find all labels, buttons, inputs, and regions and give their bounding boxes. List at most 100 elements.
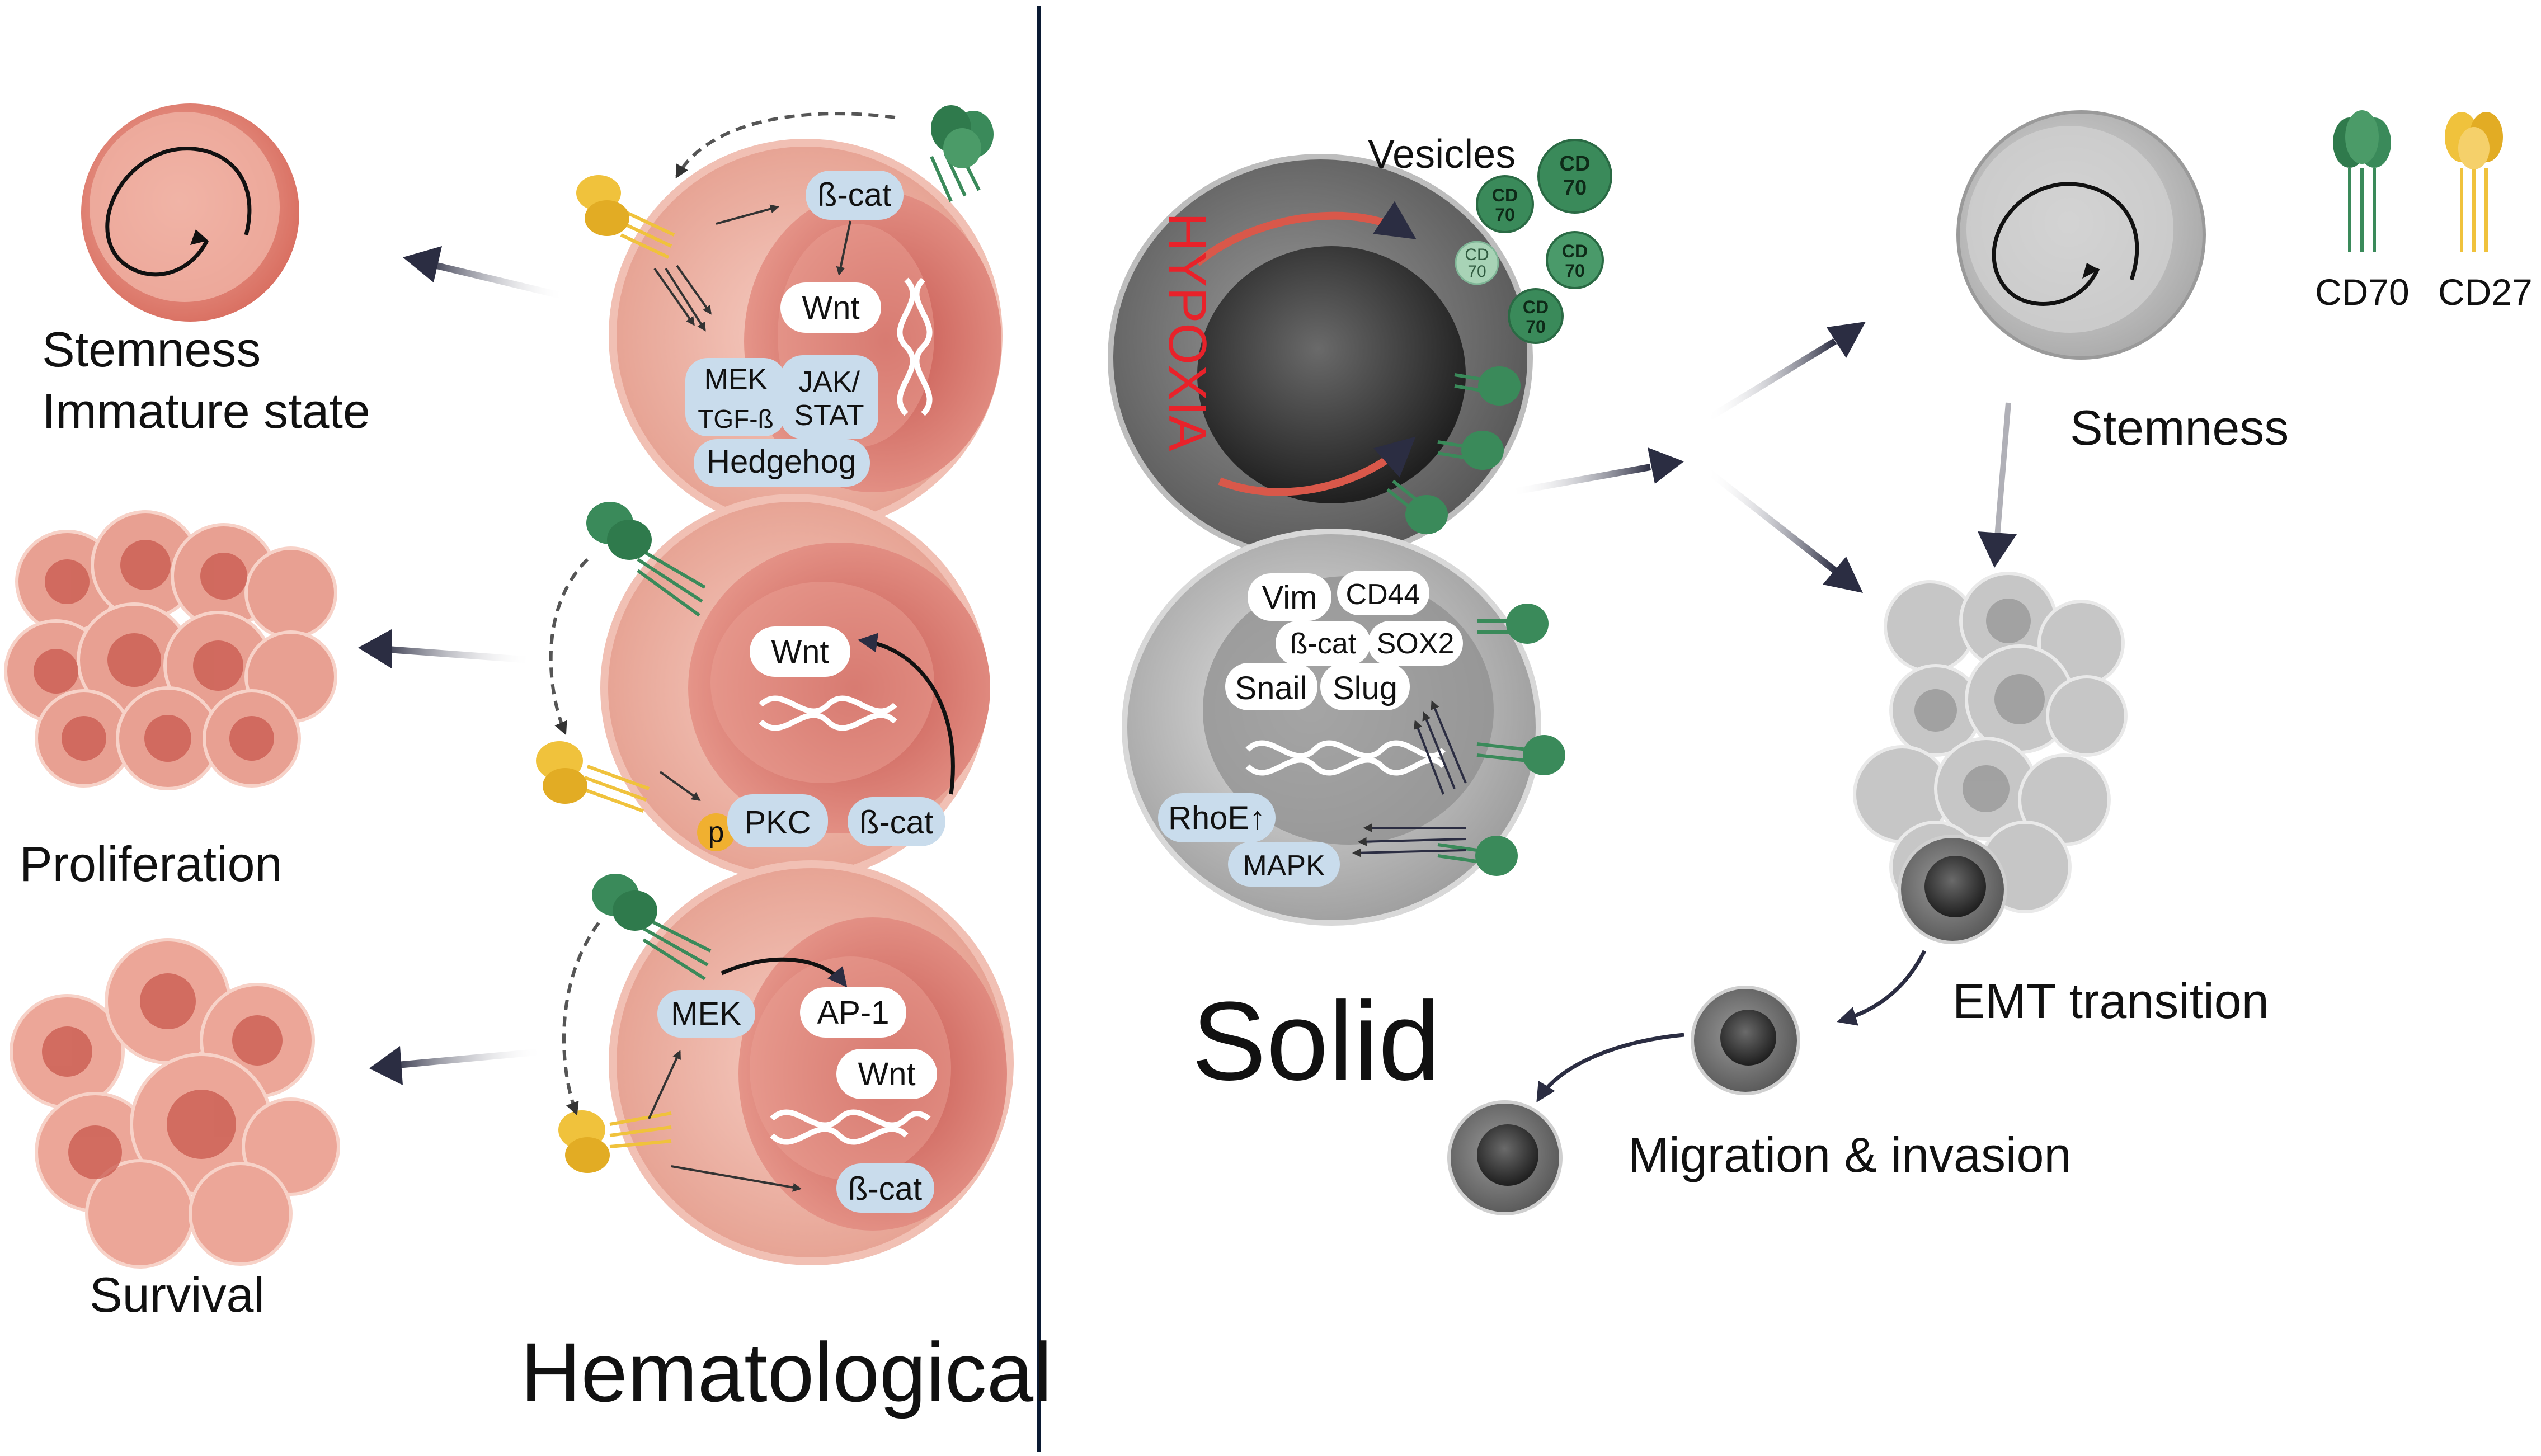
pill-bcat-text: ß-cat (817, 177, 891, 213)
pill-wnt3-text: Wnt (858, 1056, 915, 1092)
heme-immature-label: Immature state (42, 383, 370, 439)
vesicle-4-cd: CD (1562, 241, 1588, 261)
marker-snail-text: Snail (1235, 670, 1307, 706)
emt-cell-cluster-icon (1853, 572, 2128, 944)
pill-wnt-text: Wnt (802, 290, 859, 326)
migration-invasion-label: Migration & invasion (1628, 1127, 2071, 1182)
vesicle-1-70: 70 (1563, 176, 1587, 200)
marker-bcat-text: ß-cat (1290, 628, 1357, 660)
pill-pkc-text: PKC (744, 804, 811, 841)
marker-pill-slug (1320, 663, 1410, 710)
pill-mek-text: MEK (704, 363, 768, 395)
pill-ap1-text: AP-1 (817, 995, 890, 1031)
pill-wnt2-text: Wnt (771, 634, 829, 670)
migrating-cell-2 (1447, 1100, 1563, 1215)
heme-stemness-label: Stemness (42, 322, 261, 377)
marker-pill-vim (1248, 573, 1331, 621)
vesicle-5-cd: CD (1523, 297, 1549, 317)
legend-cd27-icon (2445, 112, 2503, 252)
vesicle-1-cd: CD (1560, 152, 1591, 176)
vesicle-3-cd: CD (1465, 246, 1489, 264)
marker-pill-snail (1225, 663, 1317, 710)
marker-cd44-text: CD44 (1346, 578, 1420, 611)
marker-slug-text: Slug (1333, 670, 1397, 706)
marker-pill-sox2 (1368, 621, 1463, 666)
phospho-badge (697, 813, 735, 851)
heme-cell2-dashed-arrow (549, 558, 589, 736)
solid-flow-arrows (1509, 322, 2017, 593)
proliferation-cluster-icon (4, 510, 337, 790)
heme-cell2-signal-arrow (659, 771, 701, 801)
emt-cell-signal-arrows (1352, 700, 1467, 857)
heme-survival-label: Survival (90, 1267, 265, 1322)
migration-arrow (1536, 1033, 1684, 1102)
solid-stemness-label: Stemness (2070, 400, 2289, 455)
emt-transition-label: EMT transition (1952, 973, 2269, 1029)
hematological-title: Hematological (520, 1325, 1052, 1419)
vesicle-5-70: 70 (1526, 317, 1546, 337)
heme-cell-3 (609, 860, 1014, 1265)
marker-mapk-text: MAPK (1243, 850, 1325, 882)
pill-jak-line2: STAT (794, 399, 864, 432)
pill-tgf-text: TGF-ß (698, 404, 773, 433)
pathway-pill-bcat2 (848, 797, 945, 846)
pathway-pill-mek3 (657, 990, 755, 1038)
cd70-receptor-icon (1386, 366, 1521, 534)
legend-cd27-label: CD27 (2438, 271, 2533, 313)
pathway-pill-wnt3 (836, 1049, 937, 1099)
solid-title: Solid (1192, 979, 1441, 1104)
vesicles-label: Vesicles (1368, 132, 1516, 177)
migrating-cell-1 (1691, 986, 1800, 1095)
cd70-receptor-icon (592, 874, 712, 981)
heme-cell3-signal-arrows (648, 957, 848, 1192)
marker-vim-text: Vim (1262, 579, 1317, 616)
pathway-pill-wnt (780, 282, 881, 333)
heme-proliferation-label: Proliferation (20, 836, 283, 892)
pill-hedgehog-text: Hedgehog (707, 444, 857, 480)
vesicle-2-cd: CD (1492, 185, 1518, 205)
pathway-pill-jak (780, 355, 878, 439)
pill-jak-line1: JAK/ (798, 366, 860, 398)
pathway-pill-hedgehog (694, 439, 870, 487)
heme-cell1-signal-arrows (653, 204, 851, 332)
pill-bcat2-text: ß-cat (859, 804, 933, 841)
marker-rhoe-text: RhoE↑ (1168, 800, 1265, 836)
cd70-receptor-icon (930, 105, 994, 202)
cd70-receptor-icon (586, 502, 706, 617)
pill-bcat3-text: ß-cat (848, 1171, 922, 1207)
cd27-receptor-icon (558, 1110, 672, 1173)
phospho-text: p (708, 816, 724, 849)
cd70-vesicles (1455, 139, 1612, 344)
marker-pill-cd44 (1337, 571, 1429, 615)
vesicle-4-70: 70 (1565, 261, 1585, 281)
stem-cell-pink (81, 103, 299, 322)
pathway-pill-ap1 (800, 987, 906, 1038)
vesicle-3-70: 70 (1467, 262, 1486, 281)
heme-outcome-arrows (358, 246, 566, 1085)
heme-cell1-dashed-arrow (675, 112, 896, 179)
pill-mek3-text: MEK (671, 996, 741, 1032)
pathway-pill-pkc (727, 794, 828, 847)
pathway-pill-bcat (806, 171, 904, 220)
marker-pill-mapk (1228, 842, 1340, 887)
legend-cd70-label: CD70 (2315, 271, 2410, 313)
marker-pill-bcat (1276, 621, 1371, 666)
survival-cluster-icon (10, 938, 340, 1269)
emt-to-migration-arrow (1837, 950, 1927, 1026)
marker-sox2-text: SOX2 (1377, 628, 1455, 660)
pathway-pill-bcat3 (836, 1163, 934, 1213)
pathway-pill-mek-tgf (685, 358, 786, 436)
hypoxia-label: HYPOXIA (1157, 213, 1217, 451)
heme-cell2-bcat-to-wnt-arrow (858, 633, 955, 795)
pathway-pill-wnt2 (750, 626, 850, 677)
heme-cell3-dashed-arrow (562, 922, 600, 1116)
vesicle-2-70: 70 (1495, 205, 1515, 225)
cd27-receptor-icon (576, 175, 675, 259)
solid-hypoxic-cell (1108, 154, 1533, 562)
stem-cell-grey (1956, 110, 2206, 360)
marker-pill-rhoe (1158, 793, 1276, 842)
cd27-receptor-icon (536, 741, 650, 813)
cd70-receptor-icon (1437, 604, 1565, 876)
legend-cd70-icon (2333, 110, 2391, 252)
